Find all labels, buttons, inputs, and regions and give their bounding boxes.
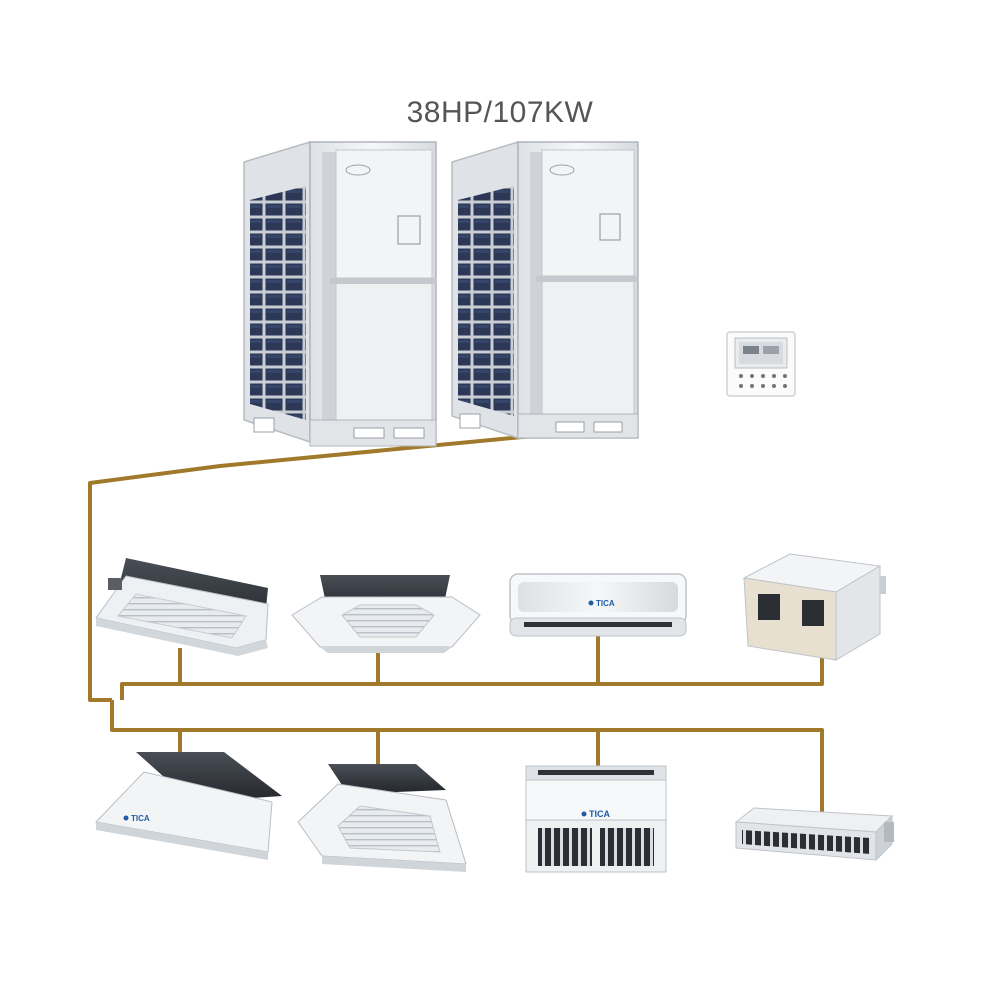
page-title: 38HP/107KW: [406, 96, 594, 129]
floor-ceiling: TICA: [525, 765, 667, 873]
wired-controller: [726, 331, 796, 397]
ducted-high-static: [742, 553, 886, 661]
brand-label: TICA: [131, 814, 150, 823]
wall-mounted: TICA: [509, 573, 687, 637]
cassette-one-way: [95, 558, 269, 656]
brand-label: TICA: [589, 809, 610, 819]
cassette-four-way: [297, 764, 467, 872]
ducted-slim: [734, 807, 894, 862]
outdoor-unit-1: [243, 140, 437, 447]
lower-header-pipe: [110, 700, 824, 812]
brand-dot-icon: [581, 811, 587, 817]
brand-label: TICA: [596, 599, 615, 608]
outdoor-unit-2: [451, 140, 639, 440]
brand-dot-icon: [588, 600, 594, 606]
cassette-four-way-round: [291, 575, 481, 653]
upper-header-pipe: [120, 652, 824, 700]
brand-dot-icon: [123, 815, 129, 821]
cassette-two-way: TICA: [94, 752, 282, 860]
main-pipe: [88, 418, 576, 702]
